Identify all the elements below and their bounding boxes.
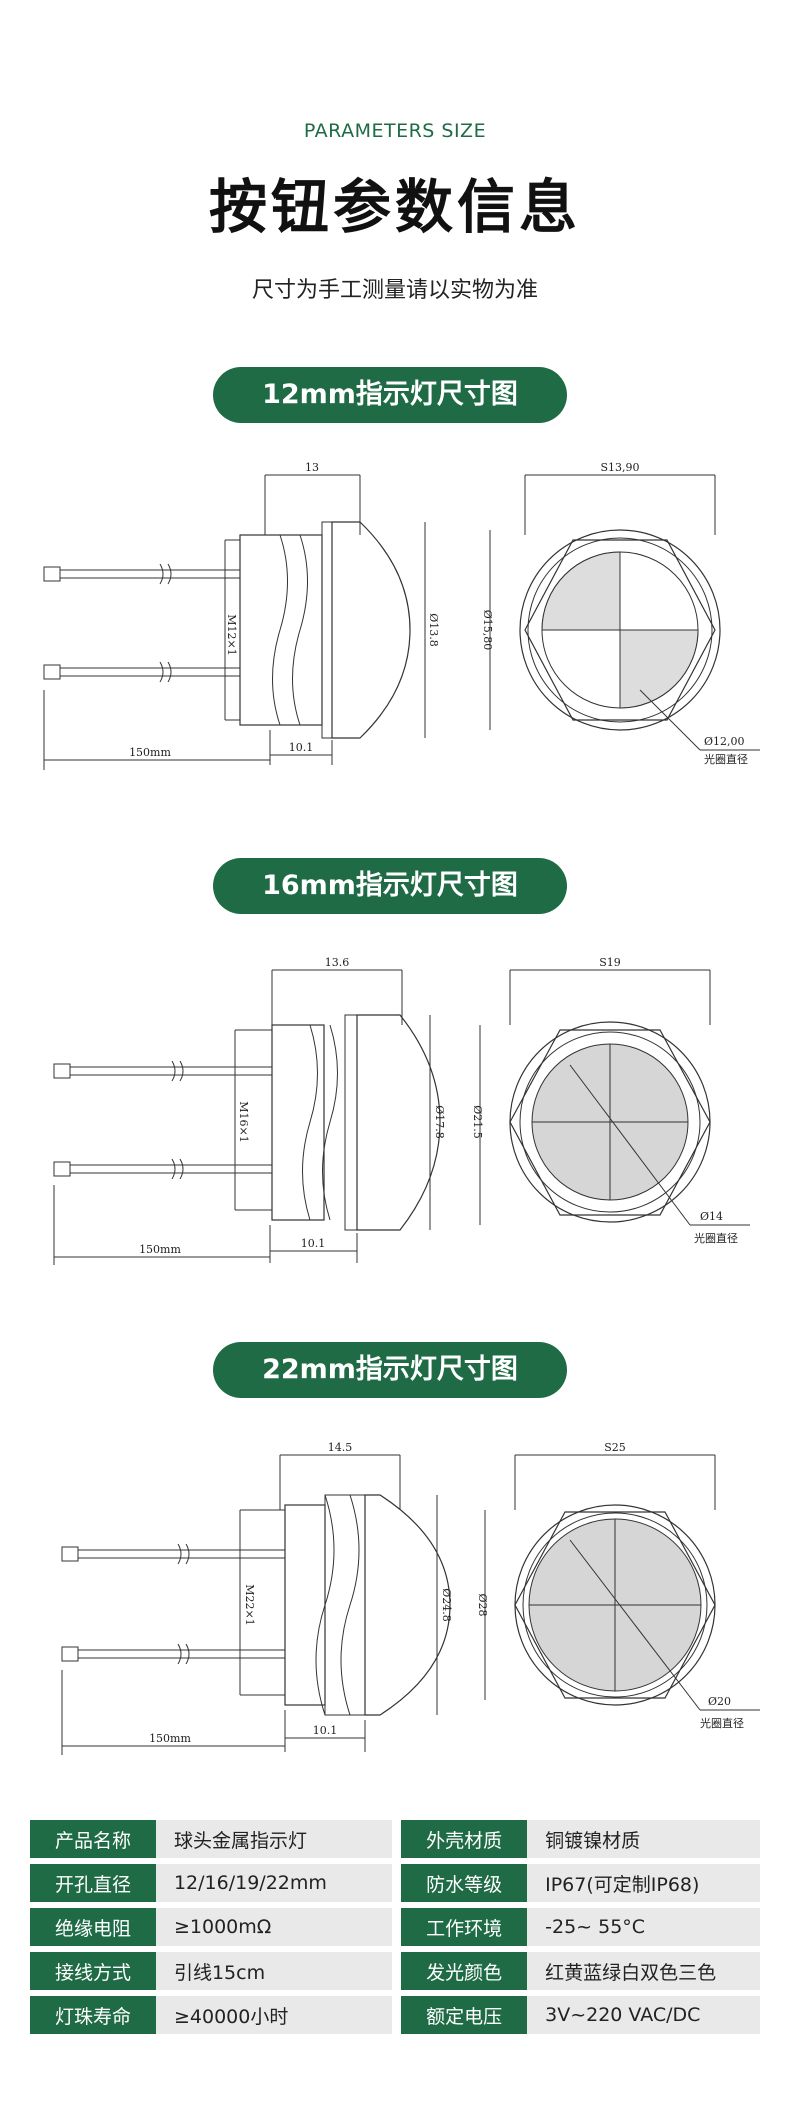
spec-table: 产品名称 球头金属指示灯 外壳材质 铜镀镍材质 开孔直径 12/16/19/22… bbox=[30, 1814, 760, 2040]
dim-outer-dia: Ø28 bbox=[476, 1593, 489, 1616]
spec-value: ≥1000mΩ bbox=[155, 1908, 392, 1946]
table-row: 灯珠寿命 ≥40000小时 额定电压 3V~220 VAC/DC bbox=[30, 1996, 760, 2034]
spec-value: 引线15cm bbox=[155, 1952, 392, 1990]
drawing-22mm: 14.5 M22×1 Ø24.8 150mm 10.1 S25 Ø28 Ø20 bbox=[0, 1440, 790, 1770]
spec-key: 接线方式 bbox=[30, 1952, 156, 1990]
dim-thread: M12×1 bbox=[225, 614, 238, 655]
dim-outer-dia: Ø15,80 bbox=[481, 610, 494, 651]
spec-value: 铜镀镍材质 bbox=[527, 1820, 760, 1858]
dim-wire-length: 150mm bbox=[139, 1243, 181, 1256]
spec-value: ≥40000小时 bbox=[155, 1996, 392, 2034]
table-row: 接线方式 引线15cm 发光颜色 红黄蓝绿白双色三色 bbox=[30, 1952, 760, 1990]
spec-key: 开孔直径 bbox=[30, 1864, 156, 1902]
spec-value: 12/16/19/22mm bbox=[155, 1864, 392, 1902]
spec-key: 绝缘电阻 bbox=[30, 1908, 156, 1946]
dim-top-width: 13.6 bbox=[325, 956, 350, 969]
drawing-12mm: 13 M12×1 Ø13.8 150mm 10.1 S13,90 bbox=[0, 460, 790, 800]
dim-outer-dia: Ø21.5 bbox=[471, 1105, 484, 1139]
spec-value: 红黄蓝绿白双色三色 bbox=[527, 1952, 760, 1990]
dim-thread: M16×1 bbox=[237, 1101, 250, 1142]
dim-body-dia: Ø13.8 bbox=[427, 613, 440, 647]
dim-depth: 10.1 bbox=[301, 1237, 326, 1250]
spec-key: 产品名称 bbox=[30, 1820, 156, 1858]
table-row: 产品名称 球头金属指示灯 外壳材质 铜镀镍材质 bbox=[30, 1820, 760, 1858]
spec-value: 3V~220 VAC/DC bbox=[527, 1996, 760, 2034]
measure-note: 尺寸为手工测量请以实物为准 bbox=[251, 278, 538, 303]
spec-value: 球头金属指示灯 bbox=[155, 1820, 392, 1858]
spec-key: 额定电压 bbox=[401, 1996, 528, 2034]
table-row: 开孔直径 12/16/19/22mm 防水等级 IP67(可定制IP68) bbox=[30, 1864, 760, 1902]
dim-top-width: 14.5 bbox=[328, 1441, 353, 1454]
spec-key: 发光颜色 bbox=[401, 1952, 528, 1990]
subtitle-en: PARAMETERS SIZE bbox=[303, 120, 487, 142]
page-title: 按钮参数信息 bbox=[208, 173, 581, 241]
dim-wire-length: 150mm bbox=[129, 746, 171, 759]
dim-lens-dia: Ø14 bbox=[700, 1210, 723, 1223]
section-heading-22mm: 22mm指示灯尺寸图 bbox=[213, 1342, 567, 1398]
spec-key: 工作环境 bbox=[401, 1908, 528, 1946]
section-heading-16mm: 16mm指示灯尺寸图 bbox=[213, 858, 567, 914]
spec-key: 外壳材质 bbox=[401, 1820, 528, 1858]
spec-key: 防水等级 bbox=[401, 1864, 528, 1902]
lens-label: 光圈直径 bbox=[704, 752, 748, 766]
dim-hex: S13,90 bbox=[600, 461, 639, 474]
dim-thread: M22×1 bbox=[243, 1584, 256, 1625]
table-row: 绝缘电阻 ≥1000mΩ 工作环境 -25~ 55°C bbox=[30, 1908, 760, 1946]
dim-wire-length: 150mm bbox=[149, 1732, 191, 1745]
dim-lens-dia: Ø20 bbox=[708, 1695, 731, 1708]
dim-body-dia: Ø17.8 bbox=[433, 1105, 446, 1139]
spec-value: IP67(可定制IP68) bbox=[527, 1864, 760, 1902]
spec-value: -25~ 55°C bbox=[527, 1908, 760, 1946]
lens-label: 光圈直径 bbox=[694, 1231, 738, 1245]
section-heading-12mm: 12mm指示灯尺寸图 bbox=[213, 367, 567, 423]
spec-key: 灯珠寿命 bbox=[30, 1996, 156, 2034]
dim-depth: 10.1 bbox=[289, 741, 314, 754]
dim-hex: S25 bbox=[604, 1441, 626, 1454]
dim-top-width: 13 bbox=[305, 461, 319, 474]
drawing-16mm: 13.6 M16×1 Ø17.8 150mm 10.1 S19 Ø21.5 Ø1… bbox=[0, 955, 790, 1285]
dim-depth: 10.1 bbox=[313, 1724, 338, 1737]
dim-lens-dia: Ø12,00 bbox=[704, 735, 745, 748]
dim-body-dia: Ø24.8 bbox=[440, 1588, 453, 1622]
dim-hex: S19 bbox=[599, 956, 621, 969]
lens-label: 光圈直径 bbox=[700, 1716, 744, 1730]
